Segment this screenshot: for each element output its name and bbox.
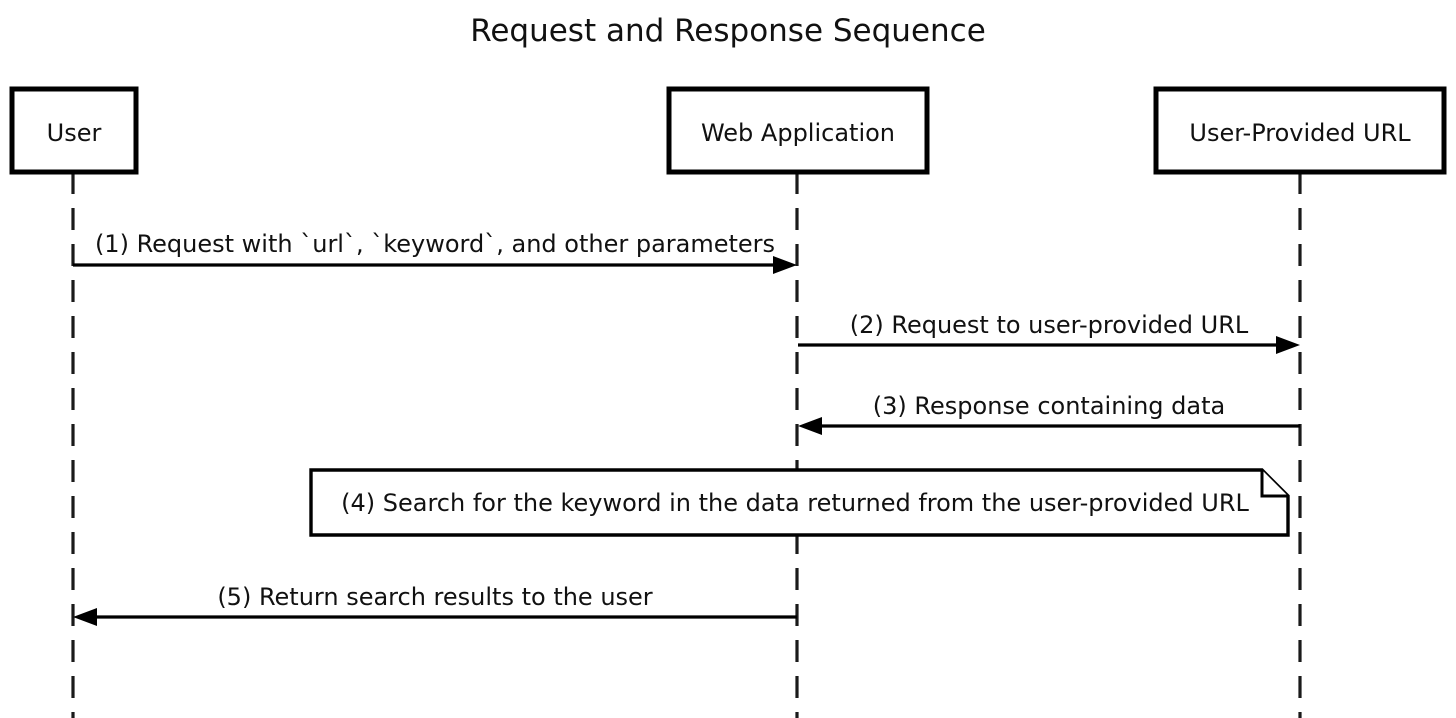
message-label-3: (3) Response containing data [873, 392, 1225, 420]
participant-box-url[interactable] [1153, 86, 1447, 175]
message-3[interactable]: (3) Response containing data [798, 392, 1300, 435]
participant-label-webapp: Web Application [701, 119, 895, 147]
message-arrowhead-3 [798, 417, 822, 435]
participant-label-url: User-Provided URL [1189, 119, 1411, 147]
message-label-5: (5) Return search results to the user [217, 583, 652, 611]
participant-box-webapp[interactable] [666, 86, 930, 175]
participant-url[interactable]: User-Provided URL [1153, 86, 1447, 175]
message-label-2: (2) Request to user-provided URL [850, 311, 1249, 339]
participant-webapp[interactable]: Web Application [666, 86, 930, 175]
message-5[interactable]: (5) Return search results to the user [73, 583, 797, 626]
message-1[interactable]: (1) Request with `url`, `keyword`, and o… [73, 230, 797, 274]
message-arrowhead-2 [1276, 336, 1300, 354]
note-label-4: (4) Search for the keyword in the data r… [341, 489, 1249, 517]
page-title: Request and Response Sequence [470, 13, 986, 49]
message-2[interactable]: (2) Request to user-provided URL [798, 311, 1300, 354]
note-box-4[interactable] [309, 468, 1290, 537]
message-arrowhead-5 [73, 608, 97, 626]
participant-label-user: User [47, 119, 102, 147]
message-arrowhead-1 [773, 256, 797, 274]
message-label-1: (1) Request with `url`, `keyword`, and o… [95, 230, 775, 258]
participant-user[interactable]: User [9, 86, 139, 175]
note-fold-corner-4 [1260, 470, 1288, 498]
lifelines-group [71, 172, 1302, 718]
note-4[interactable]: (4) Search for the keyword in the data r… [309, 468, 1290, 537]
participant-box-user[interactable] [9, 86, 139, 175]
